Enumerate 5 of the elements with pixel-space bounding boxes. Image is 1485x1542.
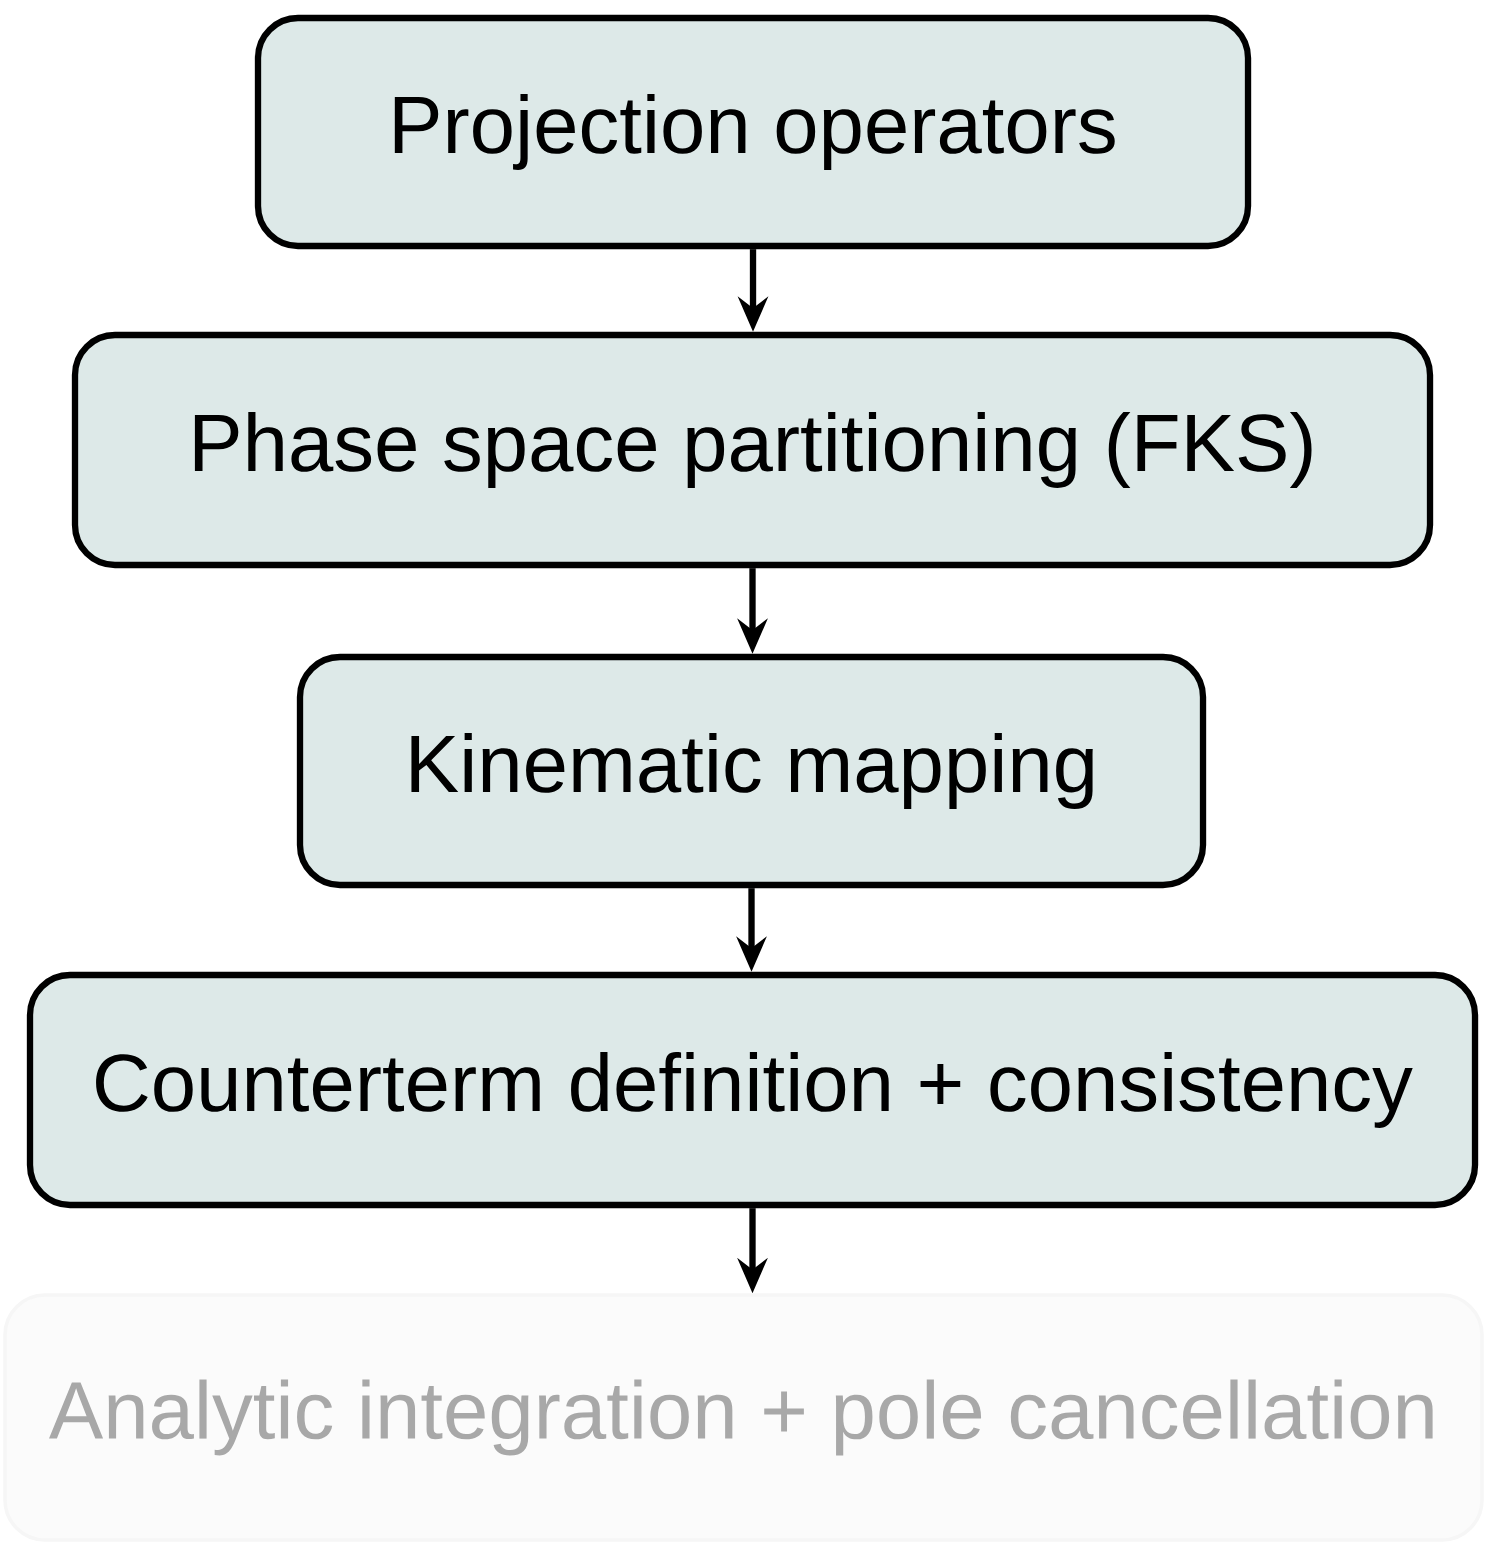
process-box: Phase space partitioning (FKS) (71, 331, 1434, 569)
process-box: Counterterm definition + consistency (26, 971, 1479, 1209)
process-box: Kinematic mapping (296, 653, 1207, 889)
process-box: Projection operators (254, 14, 1252, 250)
process-box: Analytic integration + pole cancellation (3, 1293, 1484, 1542)
